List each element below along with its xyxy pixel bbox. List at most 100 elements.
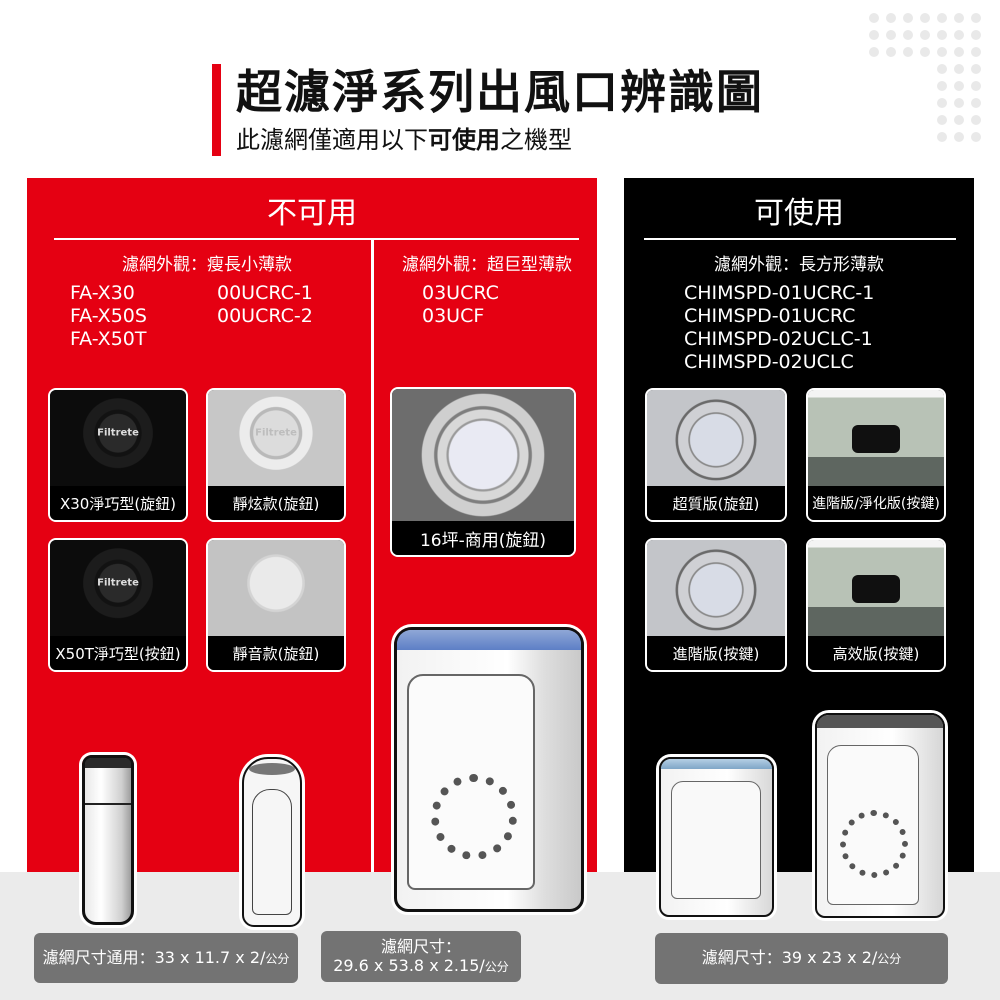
- dot: [954, 64, 964, 74]
- group-label-large: 濾網外觀：超巨型薄款: [402, 255, 572, 275]
- dot: [937, 132, 947, 142]
- size-unit: 公分: [265, 951, 290, 966]
- subtitle-suffix: 之機型: [500, 126, 572, 154]
- photo-control-panel: [808, 390, 944, 486]
- thumb-jingyin: 靜音款(旋鈕): [206, 538, 346, 672]
- model-item: 03UCRC: [422, 282, 499, 304]
- photo-jingxuan-knob: Filtrete: [208, 390, 344, 486]
- model-item: FA-X50S: [70, 305, 147, 327]
- compact-purifier-icon: [659, 757, 774, 917]
- heading-divider: [54, 238, 579, 240]
- dot: [954, 13, 964, 23]
- display-screen: [851, 424, 901, 454]
- dot: [971, 98, 981, 108]
- photo-jinjie-buttons: [647, 540, 785, 636]
- thumb-chaozhi: 超質版(旋鈕): [645, 388, 787, 522]
- not-usable-heading: 不可用: [267, 196, 357, 231]
- dot: [954, 132, 964, 142]
- model-item: CHIMSPD-01UCRC: [684, 305, 856, 327]
- thumb-caption: 16坪-商用(旋鈕): [392, 521, 574, 555]
- filtrete-logo: Filtrete: [97, 577, 139, 589]
- dot: [937, 47, 947, 57]
- dot: [903, 47, 913, 57]
- dot: [937, 81, 947, 91]
- slim-purifier-white-icon: [242, 757, 302, 927]
- dot: [954, 81, 964, 91]
- model-item: CHIMSPD-01UCRC-1: [684, 282, 875, 304]
- size-label-slim: 濾網尺寸通用：33 x 11.7 x 2/公分: [34, 933, 298, 983]
- dot: [937, 115, 947, 125]
- slim-models-col1: FA-X30 FA-X50S FA-X50T: [70, 282, 147, 351]
- model-item: 00UCRC-1: [217, 282, 313, 304]
- dot: [886, 30, 896, 40]
- photo-x50t-buttons: Filtrete: [50, 540, 186, 636]
- heading-divider: [644, 238, 956, 240]
- slim-purifier-silver-icon: [82, 755, 134, 925]
- usable-models: CHIMSPD-01UCRC-1 CHIMSPD-01UCRC CHIMSPD-…: [684, 282, 874, 374]
- thumb-16ping: 16坪-商用(旋鈕): [390, 387, 576, 557]
- dot: [971, 64, 981, 74]
- filtrete-logo: Filtrete: [97, 427, 139, 439]
- model-item: FA-X30: [70, 282, 135, 304]
- dot: [886, 13, 896, 23]
- thumb-caption: 進階版(按鍵): [647, 636, 785, 670]
- large-purifier-icon: [394, 627, 584, 912]
- usable-heading: 可使用: [754, 196, 844, 231]
- dot: [903, 30, 913, 40]
- thumb-x30: Filtrete X30淨巧型(旋鈕): [48, 388, 188, 522]
- size-label-large: 濾網尺寸： 29.6 x 53.8 x 2.15/公分: [321, 931, 521, 982]
- size-unit: 公分: [484, 959, 509, 974]
- photo-control-panel: [808, 540, 944, 636]
- thumb-caption: 靜音款(旋鈕): [208, 636, 344, 670]
- subtitle-prefix: 此濾網僅適用以下: [236, 126, 428, 154]
- size-label-rect: 濾網尺寸：39 x 23 x 2/公分: [655, 933, 948, 984]
- dot: [971, 30, 981, 40]
- size-text: 濾網尺寸：39 x 23 x 2/: [701, 948, 878, 967]
- dot: [903, 13, 913, 23]
- page-subtitle: 此濾網僅適用以下可使用之機型: [236, 120, 572, 155]
- thumb-gaoxiao: 高效版(按鍵): [806, 538, 946, 672]
- tall-purifier-icon: [815, 713, 945, 918]
- dot: [920, 13, 930, 23]
- slim-models-col2: 00UCRC-1 00UCRC-2: [217, 282, 313, 328]
- size-unit: 公分: [877, 952, 902, 966]
- title-accent-bar: [212, 64, 221, 156]
- thumb-caption: X50T淨巧型(按鈕): [50, 636, 186, 670]
- dot: [954, 115, 964, 125]
- group-label-slim: 濾網外觀：瘦長小薄款: [122, 255, 292, 275]
- dot: [869, 13, 879, 23]
- display-screen: [851, 574, 901, 604]
- thumb-caption: 進階版/淨化版(按鍵): [808, 486, 944, 520]
- size-text: 29.6 x 53.8 x 2.15/: [333, 955, 485, 975]
- dot: [937, 30, 947, 40]
- size-line1: 濾網尺寸：: [380, 936, 461, 956]
- dot: [971, 115, 981, 125]
- photo-x30-knob: Filtrete: [50, 390, 186, 486]
- dot: [869, 47, 879, 57]
- dot: [920, 30, 930, 40]
- dot: [971, 132, 981, 142]
- photo-jingyin-knob: [208, 540, 344, 636]
- group-label-rect: 濾網外觀：長方形薄款: [714, 255, 884, 275]
- model-item: CHIMSPD-02UCLC-1: [684, 328, 873, 350]
- model-item: FA-X50T: [70, 328, 147, 350]
- dot: [954, 47, 964, 57]
- photo-16ping-knob: [392, 389, 574, 521]
- thumb-x50t: Filtrete X50T淨巧型(按鈕): [48, 538, 188, 672]
- dot: [971, 47, 981, 57]
- subtitle-bold: 可使用: [428, 126, 500, 154]
- dot: [937, 64, 947, 74]
- thumb-caption: 高效版(按鍵): [808, 636, 944, 670]
- size-text: 濾網尺寸通用：33 x 11.7 x 2/: [42, 947, 266, 967]
- thumb-jingxuan: Filtrete 靜炫款(旋鈕): [206, 388, 346, 522]
- model-item: CHIMSPD-02UCLC: [684, 351, 854, 373]
- thumb-jinjie-jinghua: 進階版/淨化版(按鍵): [806, 388, 946, 522]
- dot: [954, 30, 964, 40]
- thumb-caption: 超質版(旋鈕): [647, 486, 785, 520]
- thumb-caption: 靜炫款(旋鈕): [208, 486, 344, 520]
- dot: [971, 13, 981, 23]
- model-item: 03UCF: [422, 305, 485, 327]
- dot-grid-decoration-icon: [869, 13, 989, 143]
- dot: [869, 30, 879, 40]
- model-item: 00UCRC-2: [217, 305, 313, 327]
